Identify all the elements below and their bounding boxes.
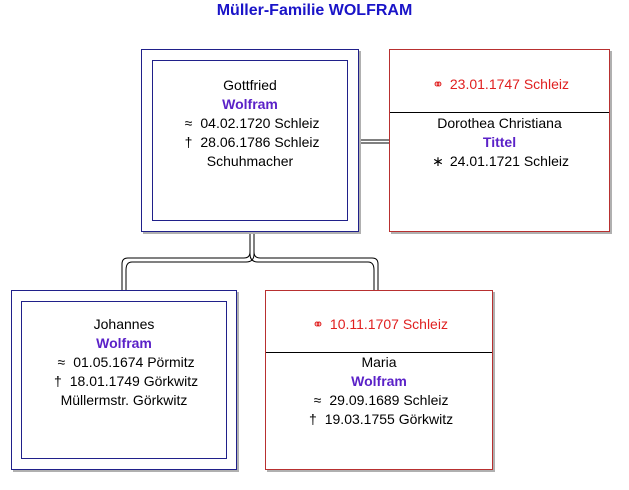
spouse-surname: Tittel	[482, 134, 517, 150]
marriage-line: ⚭ 23.01.1747 Schleiz	[390, 75, 609, 94]
johannes-baptism: ≈ 01.05.1674 Pörmitz	[12, 353, 236, 372]
child-connector-right-inner	[249, 232, 375, 290]
spouse-birth-text: 24.01.1721 Schleiz	[449, 153, 569, 169]
johannes-baptism-text: 01.05.1674 Pörmitz	[73, 354, 195, 370]
death-cross-icon: †	[308, 411, 317, 427]
maria-details: Maria Wolfram ≈ 29.09.1689 Schleiz † 19.…	[266, 353, 492, 429]
diagram-title: Müller-Familie WOLFRAM	[216, 2, 413, 19]
marriage2-line: ⚭ 10.11.1707 Schleiz	[266, 315, 492, 334]
wedding-rings-icon: ⚭	[312, 316, 324, 332]
maria-given-name: Maria	[361, 354, 397, 370]
maria-card[interactable]: ⚭ 10.11.1707 Schleiz Maria Wolfram ≈ 29.…	[265, 290, 493, 470]
baptism-icon: ≈	[313, 392, 322, 408]
father-card[interactable]: Gottfried Wolfram ≈ 04.02.1720 Schleiz †…	[141, 49, 359, 232]
maria-death: † 19.03.1755 Görkwitz	[266, 410, 492, 429]
child-connector-right	[253, 232, 379, 290]
johannes-death-text: 18.01.1749 Görkwitz	[69, 373, 199, 389]
child-connector-left	[121, 232, 251, 290]
death-cross-icon: †	[184, 134, 193, 150]
spouse-given-name: Dorothea Christiana	[437, 115, 562, 131]
johannes-card-inner-frame	[21, 301, 227, 459]
johannes-card[interactable]: Johannes Wolfram ≈ 01.05.1674 Pörmitz † …	[11, 290, 237, 470]
wedding-rings-icon: ⚭	[432, 76, 444, 92]
baptism-icon: ≈	[184, 115, 193, 131]
father-baptism: ≈ 04.02.1720 Schleiz	[142, 114, 358, 133]
maria-surname: Wolfram	[351, 373, 407, 389]
johannes-death: † 18.01.1749 Görkwitz	[12, 372, 236, 391]
marriage-text: 23.01.1747 Schleiz	[449, 76, 569, 92]
spouse-card[interactable]: ⚭ 23.01.1747 Schleiz Dorothea Christiana…	[389, 49, 610, 232]
spouse-birth: ∗ 24.01.1721 Schleiz	[390, 152, 609, 171]
father-baptism-text: 04.02.1720 Schleiz	[200, 115, 320, 131]
maria-baptism-text: 29.09.1689 Schleiz	[329, 392, 449, 408]
baptism-icon: ≈	[57, 354, 66, 370]
death-cross-icon: †	[53, 373, 62, 389]
father-card-inner-frame	[152, 60, 348, 221]
birth-star-icon: ∗	[432, 153, 444, 169]
spouse-divider	[390, 112, 609, 113]
maria-death-text: 19.03.1755 Görkwitz	[324, 411, 454, 427]
father-surname: Wolfram	[222, 96, 278, 112]
marriage2-text: 10.11.1707 Schleiz	[329, 316, 448, 332]
father-details: Gottfried Wolfram ≈ 04.02.1720 Schleiz †…	[142, 76, 358, 171]
father-death: † 28.06.1786 Schleiz	[142, 133, 358, 152]
johannes-surname: Wolfram	[96, 335, 152, 351]
father-death-text: 28.06.1786 Schleiz	[200, 134, 320, 150]
father-occupation: Schuhmacher	[206, 153, 294, 169]
johannes-given-name: Johannes	[93, 316, 155, 332]
johannes-occupation: Müllermstr. Görkwitz	[60, 392, 188, 408]
father-given-name: Gottfried	[223, 77, 277, 93]
maria-baptism: ≈ 29.09.1689 Schleiz	[266, 391, 492, 410]
spouse-details: Dorothea Christiana Tittel ∗ 24.01.1721 …	[390, 114, 609, 171]
johannes-details: Johannes Wolfram ≈ 01.05.1674 Pörmitz † …	[12, 315, 236, 410]
maria-divider	[266, 352, 492, 353]
child-connector-left-inner	[125, 232, 255, 290]
